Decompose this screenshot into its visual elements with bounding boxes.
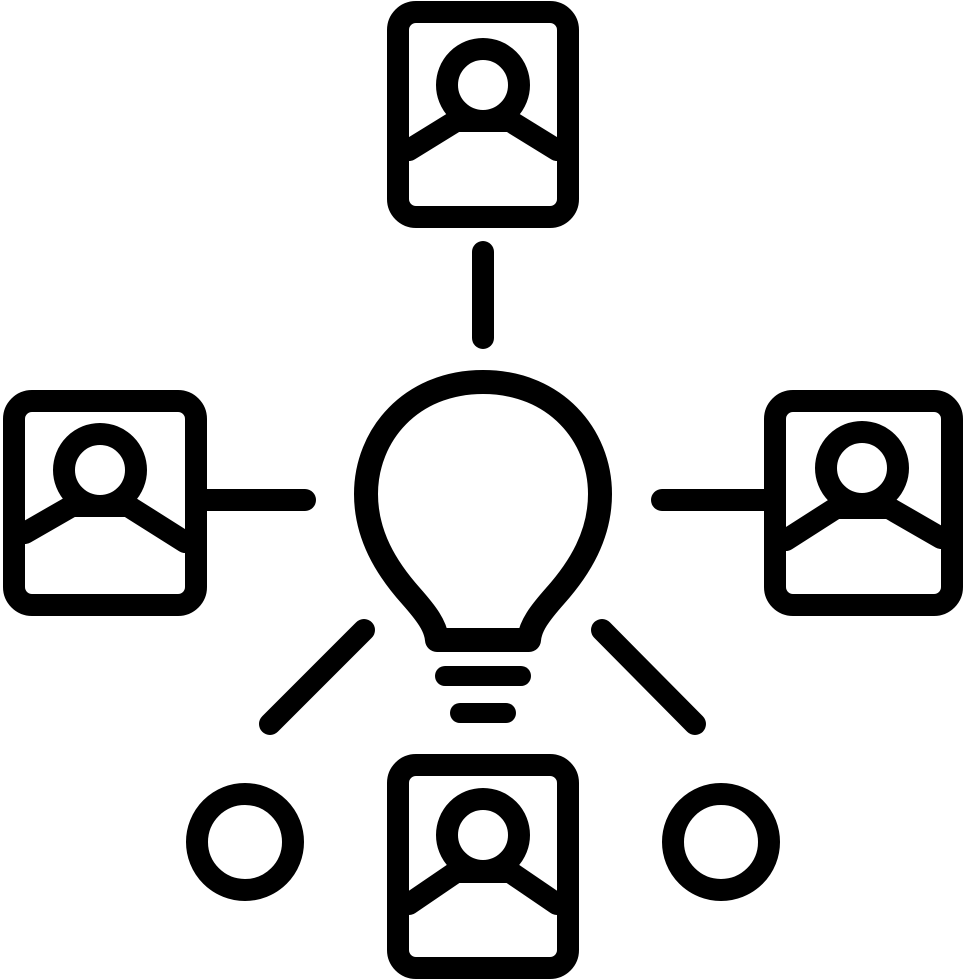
profile-card-left-icon: [3, 390, 207, 616]
connector-bottom-left: [259, 619, 375, 735]
profile-card-bottom-icon: [387, 754, 579, 979]
connector-bottom-right: [591, 619, 706, 735]
profile-card-top-icon: [387, 1, 579, 228]
circle-node-right-icon: [662, 783, 780, 901]
lightbulb-icon: [354, 370, 612, 723]
profile-card-right-icon: [764, 390, 963, 616]
circle-node-left-icon: [186, 783, 304, 901]
